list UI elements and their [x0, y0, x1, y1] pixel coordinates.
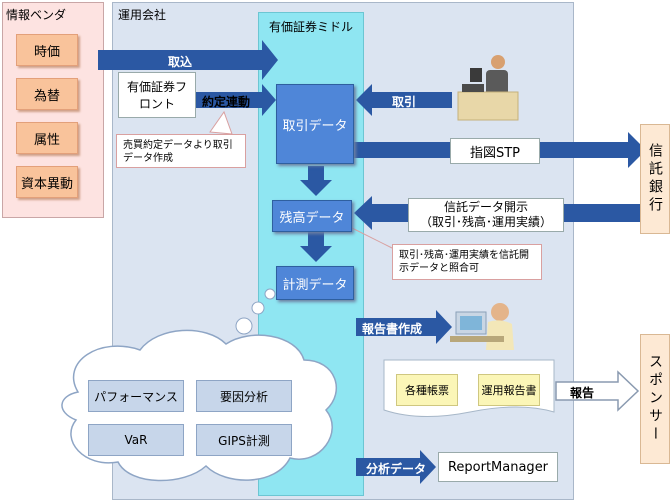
trust-disclosure-box: 信託データ開示 （取引･残高･運用実績） [408, 198, 564, 232]
vendor-item-price: 時価 [16, 34, 78, 66]
cloud-item-performance: パフォーマンス [88, 380, 184, 412]
trust-bank-box: 信託銀行 [640, 124, 670, 234]
operator-illustration [457, 55, 519, 121]
vendor-item-fx: 為替 [16, 78, 78, 110]
sponsor-box: スポンサー [640, 334, 670, 464]
bubble-dot-3 [235, 317, 253, 335]
report-label: 報告 [570, 386, 595, 400]
front-note: 売買約定データより取引データ作成 [116, 134, 246, 168]
down-arrow-2 [300, 232, 332, 262]
trade-arrow [356, 84, 452, 116]
front-box: 有価証券フロント [118, 72, 196, 118]
import-arrow [98, 40, 278, 80]
analysis-data-label: 分析データ [366, 462, 427, 476]
contract-link-label: 約定連動 [202, 95, 251, 109]
down-arrow-1 [300, 166, 332, 196]
trust-note-tail [351, 227, 393, 249]
cloud-item-gips: GIPS計測 [196, 424, 292, 456]
cloud-item-var: VaR [88, 424, 184, 456]
report-creation-arrow [356, 310, 452, 344]
doc-operation-report: 運用報告書 [478, 374, 540, 406]
bubble-dot-1 [264, 288, 276, 300]
cloud-item-factor-analysis: 要因分析 [196, 380, 292, 412]
worker-illustration [450, 303, 514, 350]
vendor-title: 情報ベンダ [6, 8, 67, 22]
trust-note: 取引･残高･運用実績を信託開示データと照合可 [392, 244, 542, 280]
trust-disclosure-line1: 信託データ開示 [443, 200, 528, 214]
trade-arrow-label: 取引 [392, 95, 417, 109]
bubble-dot-2 [251, 301, 265, 315]
company-title: 運用会社 [118, 8, 167, 22]
report-arrow [555, 370, 640, 412]
trade-data-box: 取引データ [276, 84, 354, 164]
report-creation-label: 報告書作成 [362, 322, 423, 336]
instruction-label-box: 指図STP [450, 138, 540, 164]
front-note-tail [209, 110, 233, 135]
analysis-data-arrow [356, 450, 436, 484]
import-arrow-label: 取込 [168, 55, 193, 69]
measure-data-box: 計測データ [276, 266, 354, 300]
balance-data-box: 残高データ [272, 200, 352, 232]
contract-link-arrow [196, 84, 276, 116]
trust-disclosure-line2: （取引･残高･運用実績） [419, 215, 552, 229]
report-manager-box: ReportManager [438, 452, 558, 482]
front-label: 有価証券フロント [127, 80, 188, 111]
doc-various-forms: 各種帳票 [396, 374, 458, 406]
middle-title: 有価証券ミドル [268, 20, 353, 34]
vendor-item-attribute: 属性 [16, 122, 78, 154]
vendor-item-capital-change: 資本異動 [16, 166, 78, 198]
